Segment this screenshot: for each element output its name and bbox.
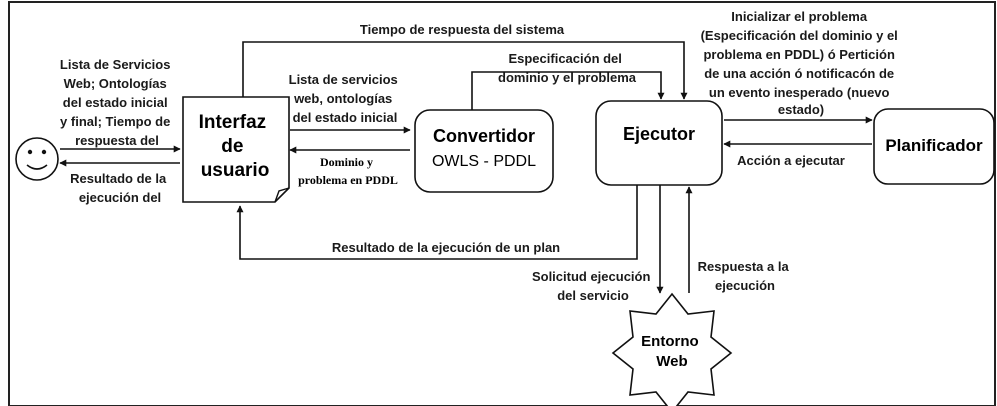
user-inputs-label: Lista de Servicios Web; Ontologías del e… (60, 57, 174, 148)
convertidor-node: Convertidor OWLS - PDDL (414, 109, 554, 193)
lista-servicios-label: Lista de servicios web, ontologías del e… (289, 72, 402, 125)
tiempo-respuesta-label: Tiempo de respuesta del sistema (360, 22, 565, 37)
ejecutor-node: Ejecutor (595, 100, 723, 186)
arrow-resultado-plan (236, 185, 638, 260)
user-smiley-icon (15, 137, 59, 181)
interfaz-usuario-label: Interfaz de usuario (199, 112, 272, 181)
arrow-convertidor-to-ejecutor (471, 71, 665, 110)
arrow-tiempo-respuesta (242, 41, 688, 100)
entorno-web-node: Entorno Web (611, 292, 733, 406)
user-outputs-label: Resultado de la ejecución del (70, 171, 170, 205)
entorno-web-label: Entorno Web (641, 333, 703, 370)
planificador-node: Planificador (873, 108, 995, 185)
resultado-plan-label: Resultado de la ejecución de un plan (332, 240, 560, 255)
solicitud-label: Solicitud ejecución del servicio (532, 269, 654, 303)
convertidor-subtitle: OWLS - PDDL (432, 153, 536, 170)
dominio-pddl-label: Dominio y problema en PDDL (298, 155, 398, 187)
accion-ejecutar-label: Acción a ejecutar (737, 153, 845, 168)
inicializar-label: Inicializar el problema (Especificación … (701, 9, 902, 117)
especificacion-label: Especificación del dominio y el problema (498, 51, 637, 85)
planificador-label: Planificador (885, 136, 983, 155)
interfaz-usuario-node: Interfaz de usuario (182, 96, 290, 203)
diagram-frame (8, 1, 996, 406)
convertidor-title: Convertidor (433, 126, 535, 146)
respuesta-label: Respuesta a la ejecución (698, 259, 793, 293)
ejecutor-label: Ejecutor (623, 124, 695, 144)
